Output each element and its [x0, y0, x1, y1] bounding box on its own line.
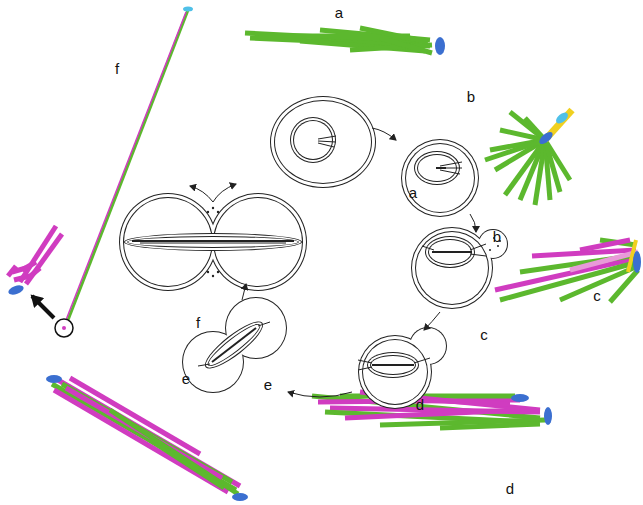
spindle-pole-body — [46, 375, 62, 383]
panel-letter: e — [182, 371, 190, 386]
yeast-cell — [270, 96, 376, 188]
spindle-rods — [245, 28, 432, 53]
spindle-pole-body — [633, 251, 641, 273]
yeast-cell — [411, 227, 508, 309]
spindle-pole-body — [7, 284, 25, 297]
cycle-arrow — [190, 128, 476, 397]
spindle-end — [62, 326, 66, 330]
yeast-cell — [401, 139, 479, 217]
spindle-rods — [495, 240, 638, 302]
spindle-pole-body — [183, 7, 193, 12]
panel-letter: a — [335, 5, 343, 20]
spindle-rods — [312, 392, 545, 428]
yeast-cell — [182, 297, 287, 393]
spindle-pole-body — [537, 130, 554, 146]
panel-letter: f — [115, 61, 119, 76]
spindle-rods — [52, 378, 240, 494]
stage-letter: b — [493, 229, 501, 244]
stage-letter: f — [196, 315, 200, 330]
spindle-pole-body — [435, 37, 445, 55]
zoom-arrow — [32, 296, 54, 318]
yeast-cell — [119, 193, 307, 291]
spindle-rods — [8, 226, 62, 284]
panel-letter: d — [506, 481, 514, 496]
panel-letter: c — [593, 288, 601, 303]
yeast-cell — [358, 327, 447, 409]
stage-letter: a — [409, 185, 417, 200]
spindle-pole-body — [544, 407, 552, 425]
stage-letter: d — [416, 397, 424, 412]
panel-letter: b — [467, 89, 475, 104]
zoom-circle — [55, 319, 73, 337]
stage-letter: c — [480, 327, 488, 342]
spindle-pole-body — [232, 493, 248, 501]
spindle-pole-body — [511, 394, 529, 402]
stage-letter: e — [264, 377, 272, 392]
spindle-pole-body — [554, 110, 570, 125]
